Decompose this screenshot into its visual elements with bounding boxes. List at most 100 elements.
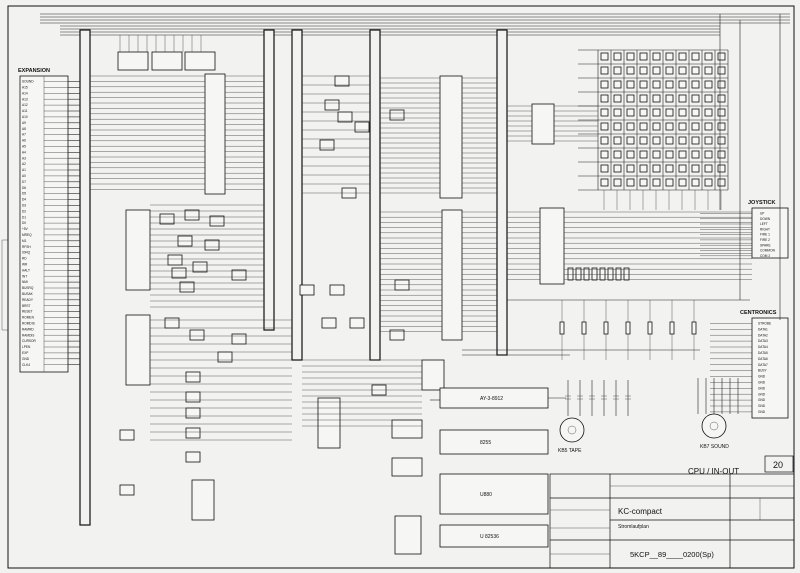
expansion-pin-label: HALT [22,268,30,272]
joystick-pin-label: SPARE [760,243,771,247]
expansion-pin-label: CLK4 [22,363,30,367]
expansion-pin-label: A2 [22,162,26,166]
passive-components [559,267,739,416]
centronics-pin-label: GND [758,386,766,390]
centronics-label: CENTRONICS [740,310,777,316]
expansion-pin-label: BRST [22,304,31,308]
centronics-pin-label: GND [758,410,766,414]
top-bus-lines [40,13,790,36]
joystick-pin-label: UP [760,212,764,216]
ctc-chip: U 82536 [439,524,549,548]
expansion-pin-label: INT [22,274,27,278]
fdc-chip: U880 [439,473,549,515]
centronics-pin-label: DATA1 [758,327,768,331]
expansion-connector: EXPANSION SOUNDA15A14A13A12A11A10A9A8A7A… [18,68,80,373]
expansion-pin-label: D4 [22,198,26,202]
centronics-pin-label: DATA3 [758,339,768,343]
centronics-pin-label: GND [758,375,766,379]
expansion-pin-label: RAMRD [22,327,34,331]
expansion-label: EXPANSION [18,68,50,74]
centronics-pin-label: DATA7 [758,363,768,367]
centronics-pin-label: GND [758,381,766,385]
central-ics [317,75,565,449]
sound-jack-label: KB7 SOUND [700,444,729,450]
sound-jack: KB7 SOUND [700,413,729,450]
expansion-pin-label: D3 [22,204,26,208]
expansion-pin-label: D1 [22,215,26,219]
vertical-buses [79,29,508,526]
expansion-pin-label: A4 [22,150,26,154]
joystick-pin-label: RIGHT [760,227,770,231]
expansion-pin-label: A14 [22,91,28,95]
title-subtitle: Stromlaufplan [618,524,649,530]
centronics-pin-label: STROBE [758,322,771,326]
tape-jack-label: KB5 TAPE [558,448,582,454]
expansion-pin-label: BUSRQ [22,286,34,290]
expansion-pin-label: LPEN [22,345,31,349]
expansion-pin-label: EXP [22,351,28,355]
centronics-pin-label: DATA2 [758,333,768,337]
expansion-pin-label: A3 [22,156,26,160]
expansion-pin-label: A8 [22,127,26,131]
title-product: KC-compact [618,507,663,516]
psg-chip-label: AY-3-8912 [480,396,503,402]
expansion-pin-label: ROMDIS [22,322,35,326]
centronics-pin-list: STROBEDATA1DATA2DATA3DATA4DATA5DATA6DATA… [710,322,771,414]
address-chip-group [117,51,226,521]
expansion-pin-label: A10 [22,115,28,119]
expansion-pin-label: A1 [22,168,26,172]
keyboard-matrix [578,49,729,210]
psg-chip: AY-3-8912 [439,387,549,409]
centronics-pin-label: GND [758,404,766,408]
joystick-pin-label: COMMON [760,249,776,253]
expansion-pin-label: D6 [22,186,26,190]
centronics-pin-label: DATA5 [758,351,768,355]
sheet-number-box: 20 [764,455,794,473]
centronics-pin-label: DATA4 [758,345,768,349]
fdc-chip-label: U880 [480,492,492,498]
joystick-pin-label: COM 2 [760,254,770,258]
centronics-connector: CENTRONICS STROBEDATA1DATA2DATA3DATA4DAT… [710,310,789,419]
joystick-pin-label: FIRE 1 [760,233,770,237]
expansion-pin-label: A0 [22,174,26,178]
ppi-chip-label: 8255 [480,440,491,446]
expansion-pin-list: SOUNDA15A14A13A12A11A10A9A8A7A6A5A4A3A2A… [22,80,80,367]
expansion-pin-label: MREQ [22,233,32,237]
centronics-pin-label: GND [758,398,766,402]
expansion-pin-label: M1 [22,239,27,243]
expansion-pin-label: +5V [22,227,29,231]
expansion-pin-label: D7 [22,180,26,184]
expansion-pin-label: ROMEN [22,316,35,320]
expansion-pin-label: A9 [22,121,26,125]
joystick-pin-label: LEFT [760,222,768,226]
joystick-pin-label: FIRE 2 [760,238,770,242]
title-drawing-number: 5KCP__89____0200(Sp) [630,550,714,559]
expansion-pin-label: IORQ [22,251,31,255]
expansion-pin-label: D0 [22,221,26,225]
centronics-pin-label: GND [758,392,766,396]
expansion-pin-label: A15 [22,86,28,90]
expansion-pin-label: RFSH [22,245,31,249]
title-block: KC-compact Stromlaufplan 5KCP__89____020… [549,473,795,569]
joystick-pin-label: DOWN [760,217,771,221]
expansion-pin-label: RAMDIS [22,333,34,337]
sheet-title: CPU / IN-OUT [688,467,739,476]
expansion-pin-label: READY [22,298,34,302]
expansion-pin-label: D5 [22,192,26,196]
expansion-pin-label: RESET [22,310,33,314]
centronics-pin-label: DATA6 [758,357,768,361]
expansion-pin-label: CURSOR [22,339,37,343]
sheet-number: 20 [773,460,783,470]
expansion-pin-label: A12 [22,103,28,107]
ppi-chip: 8255 [439,429,549,455]
expansion-pin-label: WR [22,263,28,267]
expansion-pin-label: BUSAK [22,292,34,296]
joystick-label: JOYSTICK [748,200,776,206]
centronics-pin-label: BUSY [758,369,768,373]
expansion-pin-label: A7 [22,133,26,137]
expansion-pin-label: GND [22,357,30,361]
expansion-pin-label: A5 [22,145,26,149]
